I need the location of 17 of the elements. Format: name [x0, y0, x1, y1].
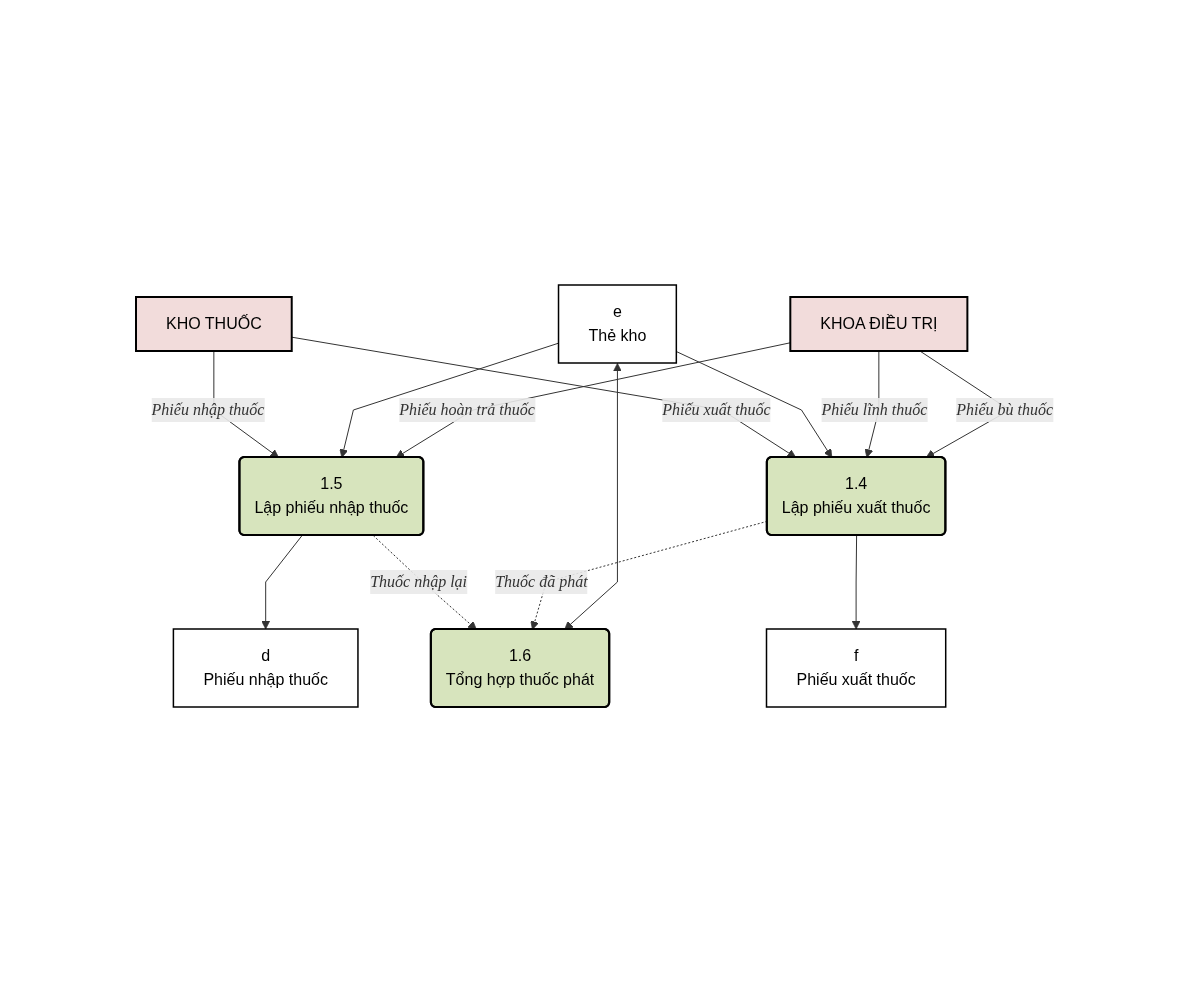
edge-label: Phiếu lĩnh thuốc [820, 401, 927, 418]
arrow [563, 363, 622, 630]
node-box: KHOA ĐIỀU TRỊ [788, 296, 968, 352]
edge-label: Phiếu xuất thuốc [661, 401, 771, 418]
edge-label: Thuốc nhập lại [369, 573, 467, 590]
node-box: e Thẻ kho [557, 284, 677, 364]
arrow [338, 342, 559, 458]
arrow [675, 351, 832, 458]
edge-label: Phiếu bù thuốc [955, 401, 1053, 418]
node-box: KHO THUỐC [134, 296, 293, 352]
edge-label: Thuốc đã phát [494, 573, 588, 590]
arrow [851, 535, 860, 630]
node-box: f Phiếu xuất thuốc [765, 628, 946, 708]
arrow [260, 535, 303, 630]
edge-label: Phiếu nhập thuốc [151, 401, 264, 418]
node-box: d Phiếu nhập thuốc [172, 628, 359, 708]
edge-label: Phiếu hoàn trả thuốc [398, 401, 535, 418]
